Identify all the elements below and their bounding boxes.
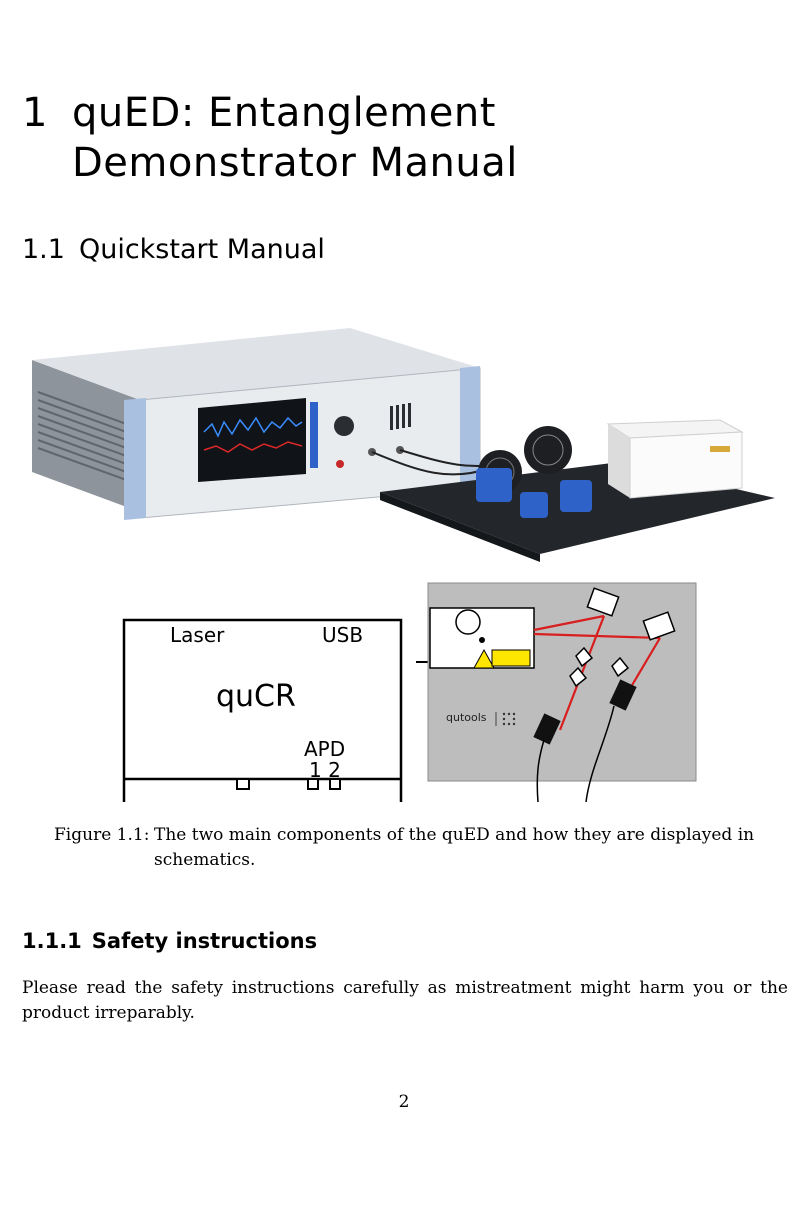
page-number: 2: [398, 1092, 410, 1112]
laser-module-image: [606, 419, 744, 499]
subsection-number: 1.1.1: [22, 929, 82, 953]
figure-caption: Figure 1.1: The two main components of t…: [54, 823, 774, 873]
optics-mounts-image: [476, 426, 592, 518]
figure-label: Figure 1.1:: [54, 825, 150, 845]
subsection-title: 1.1.1 Safety instructions: [22, 929, 317, 953]
qucr-label: quCR: [216, 679, 296, 714]
qued-product-photo: [32, 328, 775, 562]
usb-port-label: USB: [322, 623, 363, 647]
laser-beam-paths: [533, 614, 661, 731]
apd-port-numbers: 1 2: [309, 758, 341, 782]
qued-schematic: Laser USB quCR APD 1 2: [122, 582, 697, 802]
chapter-title-line2: Demonstrator Manual: [72, 140, 518, 186]
qucr-box: Laser USB quCR APD 1 2: [122, 618, 403, 802]
warning-icon: [473, 648, 495, 669]
breadboard-schematic: qutools: [427, 582, 697, 802]
section-number: 1.1: [22, 234, 65, 265]
figure-caption-text: The two main components of the quED and …: [154, 825, 755, 870]
chapter-number: 1: [22, 90, 48, 136]
chapter-title-line1: quED: Entanglement: [72, 90, 496, 136]
laser-port-label: Laser: [170, 623, 225, 647]
subsection-title-text: Safety instructions: [91, 929, 318, 953]
apd-label: APD: [304, 737, 345, 761]
controller-unit-image: [32, 328, 481, 520]
qutools-logo: qutools: [446, 711, 487, 724]
chapter-title: 1 quED: Entanglement Demonstrator Manual: [22, 88, 518, 188]
section-title: 1.1 Quickstart Manual: [22, 234, 325, 265]
section-title-text: Quickstart Manual: [78, 234, 325, 265]
body-paragraph: Please read the safety instructions care…: [22, 978, 788, 1023]
